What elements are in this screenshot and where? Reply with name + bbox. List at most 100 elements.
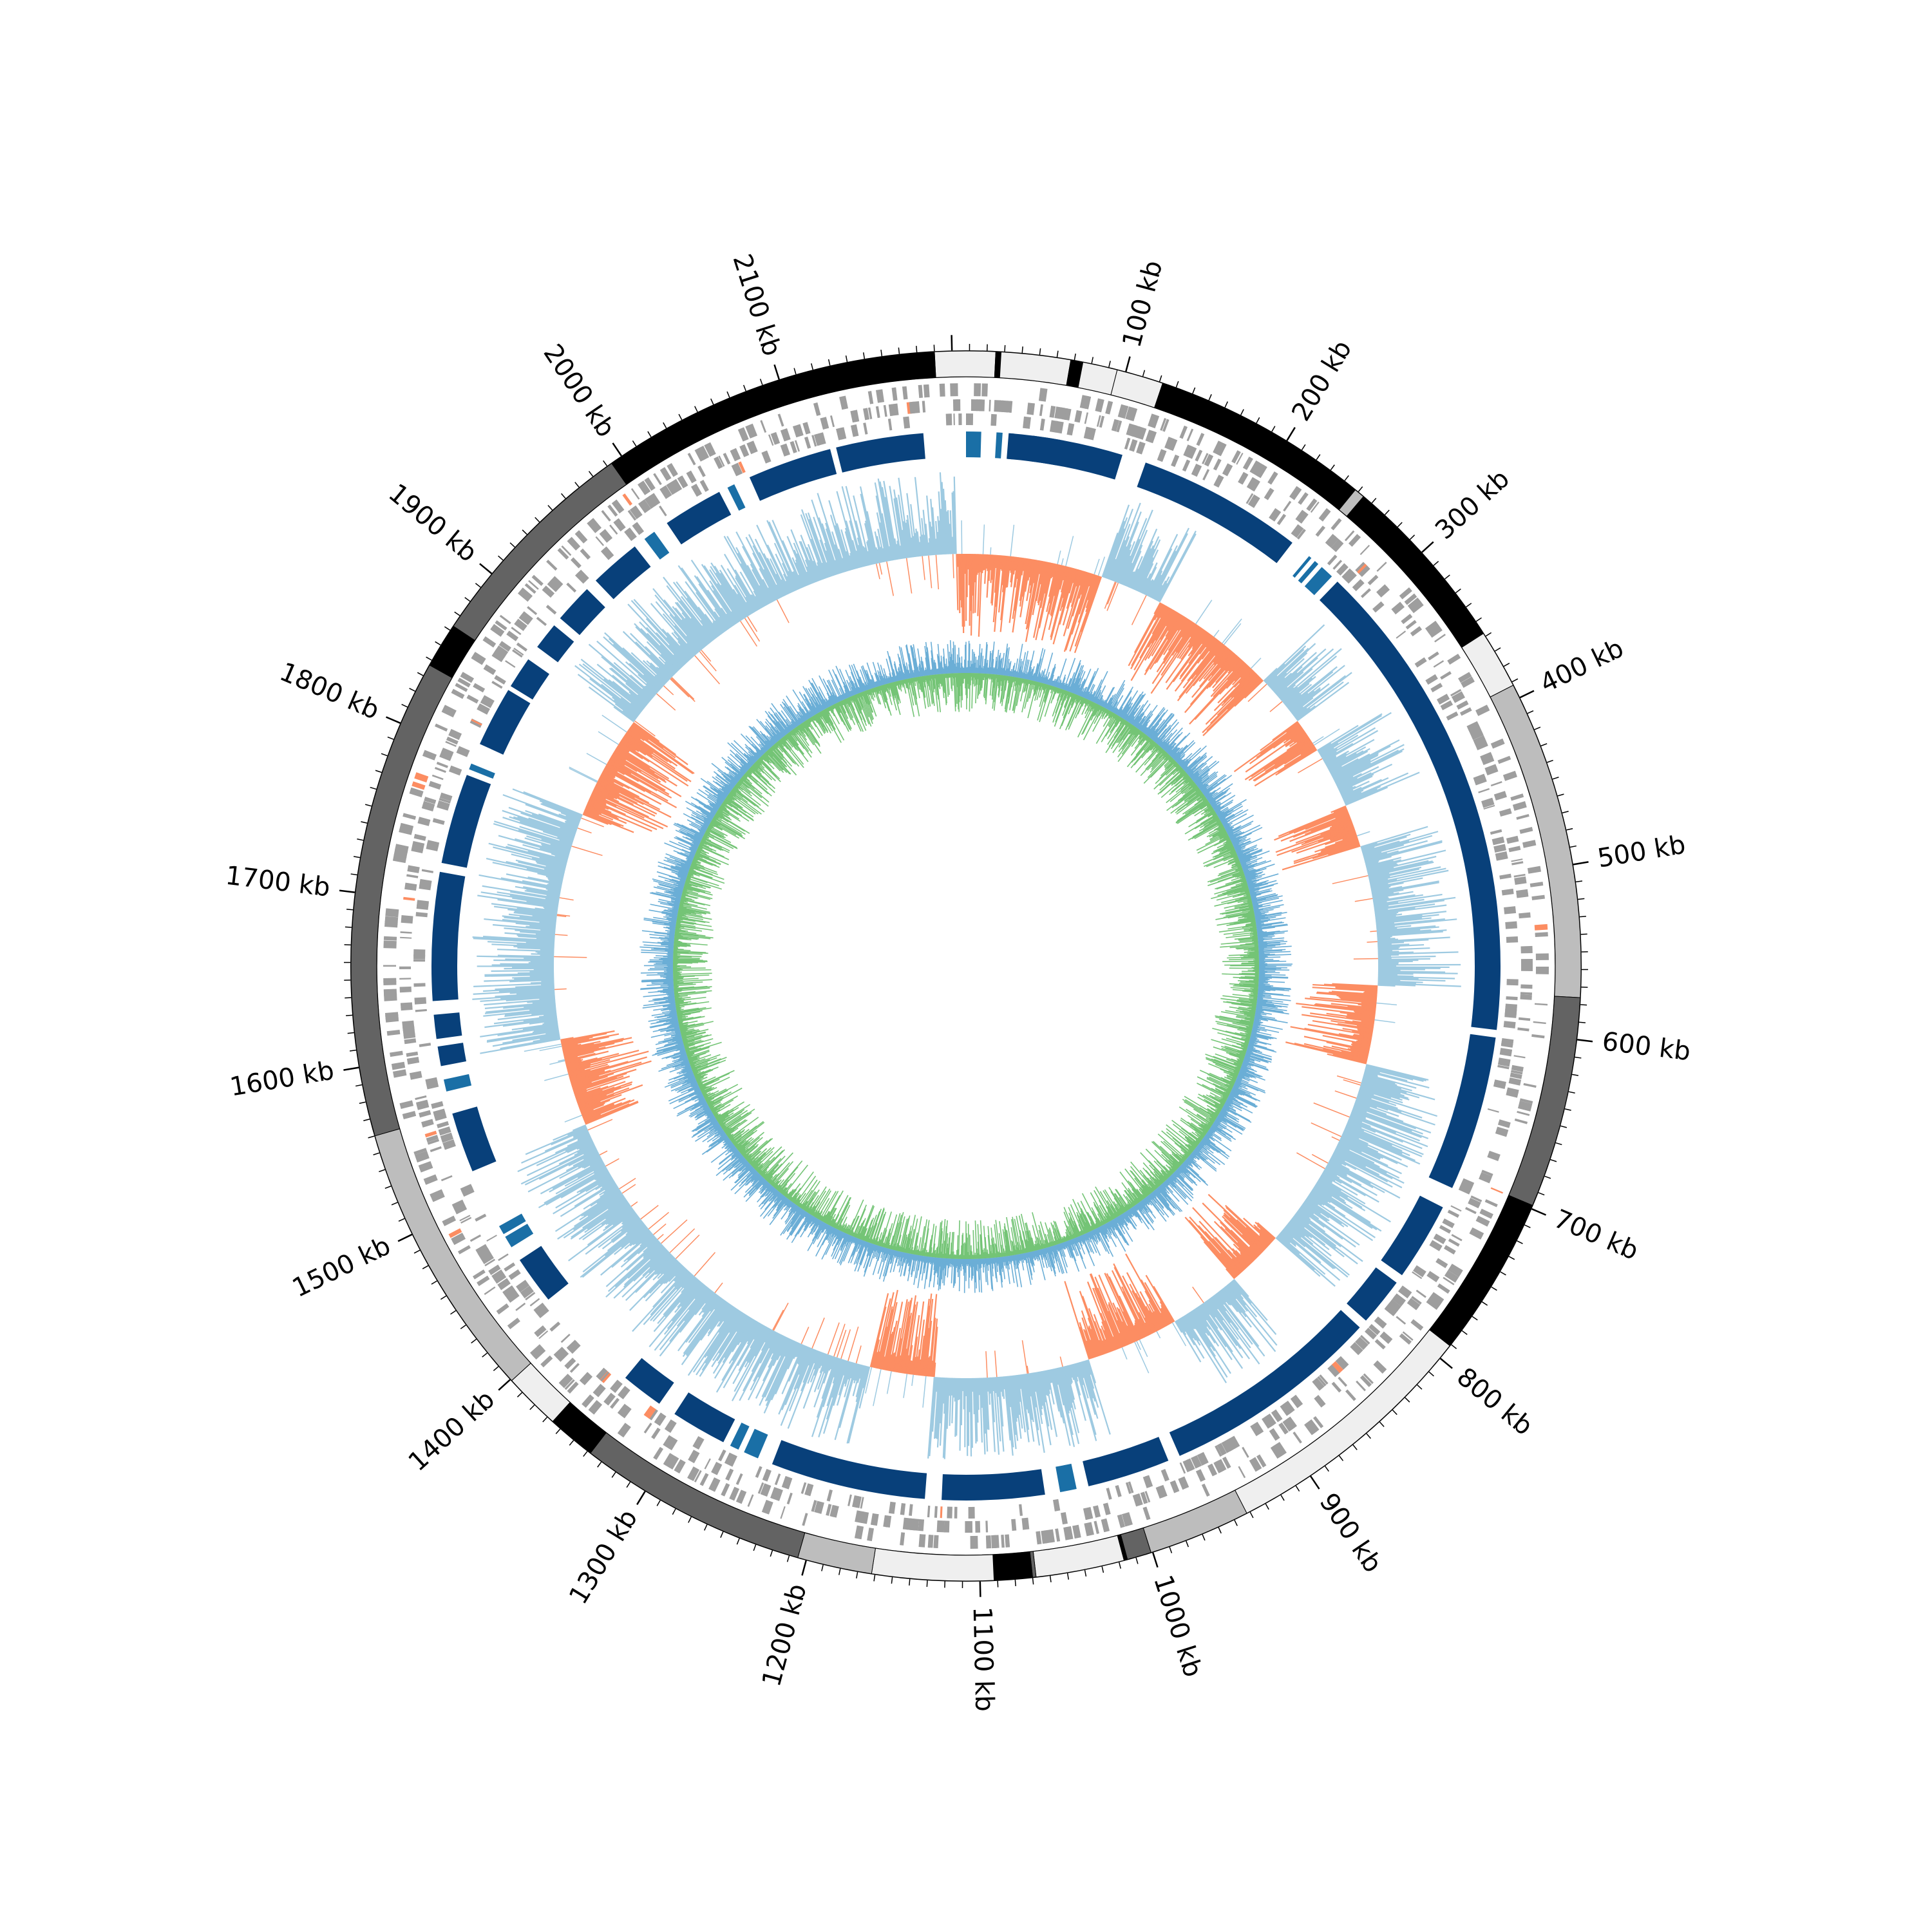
minor-tick (1511, 678, 1519, 683)
inner-variation-bar (1197, 777, 1209, 787)
gene-feature (1506, 936, 1519, 943)
inner-variation-bar (1005, 676, 1009, 691)
gc-skew-bar (1296, 1211, 1363, 1262)
gc-skew-bar (1232, 666, 1251, 686)
gc-skew-bar (1129, 1283, 1156, 1333)
gc-skew-bar (568, 1211, 636, 1262)
gc-skew-bar (806, 566, 815, 583)
gc-skew-bar (782, 540, 804, 588)
inner-variation-bar (1216, 806, 1229, 815)
inner-variation-bar (1248, 880, 1277, 889)
gene-feature (566, 1340, 578, 1350)
gc-skew-bar (1336, 775, 1354, 786)
gene-feature (451, 1199, 465, 1210)
gc-skew-bar (995, 555, 1001, 607)
gene-feature (1166, 437, 1178, 451)
gene-feature (1374, 1318, 1385, 1329)
gc-skew-bar (1290, 729, 1305, 741)
inner-variation-bar (1039, 683, 1044, 698)
gc-skew-bar (1114, 521, 1139, 582)
gc-skew-bar (515, 929, 556, 934)
gc-skew-bar (509, 816, 574, 839)
gc-skew-bar (1108, 524, 1131, 580)
gc-skew-bar (1208, 651, 1234, 681)
gc-skew-bar (1329, 991, 1378, 997)
gc-skew-bar (598, 777, 661, 811)
inner-variation-bar (1050, 687, 1057, 704)
inner-variation-bar (1018, 661, 1023, 678)
gc-skew-bar (1059, 1356, 1063, 1367)
gc-skew-bar (1130, 609, 1173, 681)
gc-skew-bar (1136, 1341, 1141, 1350)
gc-skew-bar (942, 488, 947, 554)
gc-skew-bar (1352, 1043, 1370, 1048)
gc-skew-bar (1009, 556, 1012, 571)
gc-skew-bar (1359, 1086, 1403, 1101)
inner-variation-bar (1107, 717, 1122, 739)
gc-skew-bar (1032, 561, 1044, 616)
gc-skew-bar (1378, 971, 1446, 973)
gene-feature (663, 1435, 676, 1449)
minor-tick (1316, 454, 1321, 460)
inner-variation-bar (1184, 814, 1218, 835)
homology-block (437, 1043, 466, 1066)
gc-skew-bar (928, 555, 933, 589)
gc-skew-bar (661, 629, 691, 661)
gc-skew-bar (1075, 570, 1082, 587)
gene-feature (491, 681, 503, 689)
gc-skew-bar (551, 853, 569, 859)
gene-feature (1510, 1072, 1522, 1079)
inner-variation-bar (1176, 753, 1186, 763)
gc-skew-bar (564, 1056, 578, 1061)
inner-variation-bar (1105, 710, 1110, 718)
inner-variation-bar (1112, 695, 1124, 713)
gc-skew-bar (953, 477, 957, 554)
inner-variation-bar (1142, 726, 1147, 733)
gene-feature (516, 642, 528, 652)
gc-skew-bar (664, 1278, 699, 1318)
gc-skew-bar (576, 1086, 621, 1103)
gene-feature (473, 652, 486, 661)
gc-skew-bar (1007, 1376, 1017, 1450)
gc-skew-bar (683, 1288, 711, 1321)
gc-skew-bar (826, 562, 833, 577)
inner-variation-bar (1214, 884, 1248, 895)
gc-skew-bar (488, 842, 567, 864)
gc-skew-bar (1245, 1226, 1268, 1248)
gc-skew-bar (598, 1176, 612, 1186)
gene-feature (991, 1535, 997, 1549)
inner-variation-bar (1070, 694, 1077, 706)
inner-variation-bar (1113, 719, 1126, 739)
minor-tick (821, 1564, 824, 1571)
inner-variation-bar (1055, 676, 1060, 688)
gc-skew-bar (1177, 643, 1224, 701)
gc-skew-bar (584, 808, 600, 816)
gc-skew-bar (1313, 1102, 1350, 1118)
gc-skew-bar (568, 1068, 585, 1075)
gc-skew-bar (1050, 567, 1071, 640)
gc-skew-bar (714, 611, 728, 630)
gc-skew-bar (1329, 1159, 1350, 1171)
gc-skew-bar (614, 750, 667, 783)
minor-tick (1032, 1578, 1034, 1585)
inner-variation-bar (1204, 808, 1214, 816)
gc-skew-bar (826, 1359, 843, 1406)
inner-variation-bar (1253, 900, 1283, 907)
gene-feature (1269, 1428, 1280, 1441)
gene-feature (1256, 1454, 1267, 1468)
gc-skew-bar (1126, 571, 1134, 587)
inner-variation-bar (1079, 696, 1083, 701)
minor-tick (1455, 588, 1461, 594)
inner-variation-bar (1070, 692, 1074, 697)
inner-variation-bar (1014, 677, 1018, 687)
gc-skew-bar (663, 1260, 678, 1275)
gc-skew-bar (620, 697, 641, 714)
inner-variation-bar (1161, 750, 1166, 754)
gene-feature (1481, 797, 1495, 808)
inner-variation-bar (1012, 677, 1019, 711)
inner-variation-bar (1218, 813, 1228, 819)
inner-variation-bar (988, 650, 991, 674)
gc-skew-bar (1305, 998, 1377, 1006)
inner-variation-bar (1036, 683, 1042, 701)
gene-feature (861, 1511, 869, 1524)
